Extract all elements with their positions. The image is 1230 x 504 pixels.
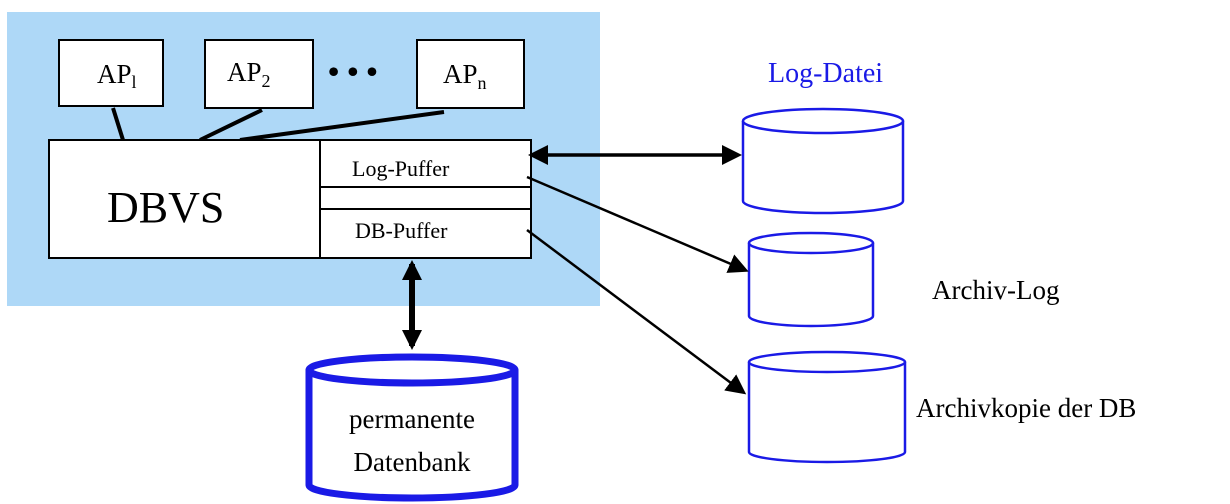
dbvs-label: DBVS xyxy=(107,183,224,232)
application-apn: APn xyxy=(416,39,525,109)
application-ap2: AP2 xyxy=(204,39,314,109)
archive-copy-label: Archivkopie der DB xyxy=(916,393,1136,423)
ap1-label: APl xyxy=(97,59,137,92)
ap2-box xyxy=(204,39,314,109)
log-file-label: Log-Datei xyxy=(768,58,883,89)
dbvs-box xyxy=(48,139,532,259)
ap2-connector xyxy=(199,108,263,142)
permanent-db-label-line2: Datenbank xyxy=(354,447,471,477)
permanent-db-label-line1: permanente xyxy=(349,404,475,434)
log-buffer-to-archive-log-arrow xyxy=(526,175,749,273)
archive-log-label: Archiv-Log xyxy=(932,275,1059,305)
ap2-label: AP2 xyxy=(227,57,271,91)
archive-copy-cylinder xyxy=(747,350,907,464)
db-buffer-label: DB-Puffer xyxy=(355,218,448,243)
ap1-connector xyxy=(111,107,125,141)
db-buffer-to-archive-copy-arrow xyxy=(526,229,747,395)
apn-label: APn xyxy=(443,59,487,93)
applications-ellipsis: • • • xyxy=(328,53,378,89)
apn-connector xyxy=(239,110,445,142)
log-file-cylinder xyxy=(741,107,905,215)
log-buffer-label: Log-Puffer xyxy=(352,156,450,181)
apn-box xyxy=(416,39,525,109)
ap1-box xyxy=(58,39,164,107)
application-ap1: APl xyxy=(58,39,164,107)
archive-log-cylinder xyxy=(747,231,875,328)
permanent-database-cylinder xyxy=(305,353,519,502)
